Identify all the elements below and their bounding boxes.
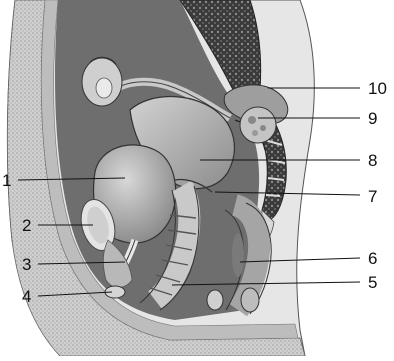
callout-3: 3: [22, 256, 31, 273]
leader-line-6: [240, 258, 360, 262]
callout-7: 7: [368, 188, 377, 205]
leader-line-3: [38, 262, 125, 264]
callout-10: 10: [368, 80, 387, 97]
leader-line-5: [172, 282, 360, 285]
callout-2: 2: [22, 217, 31, 234]
callout-9: 9: [368, 110, 377, 127]
leader-line-7: [215, 192, 360, 195]
callout-8: 8: [368, 152, 377, 169]
leader-line-4: [38, 292, 112, 296]
callout-6: 6: [368, 250, 377, 267]
callout-4: 4: [22, 288, 31, 305]
callout-1: 1: [2, 172, 11, 189]
callout-5: 5: [368, 274, 377, 291]
leader-line-1: [18, 178, 125, 180]
